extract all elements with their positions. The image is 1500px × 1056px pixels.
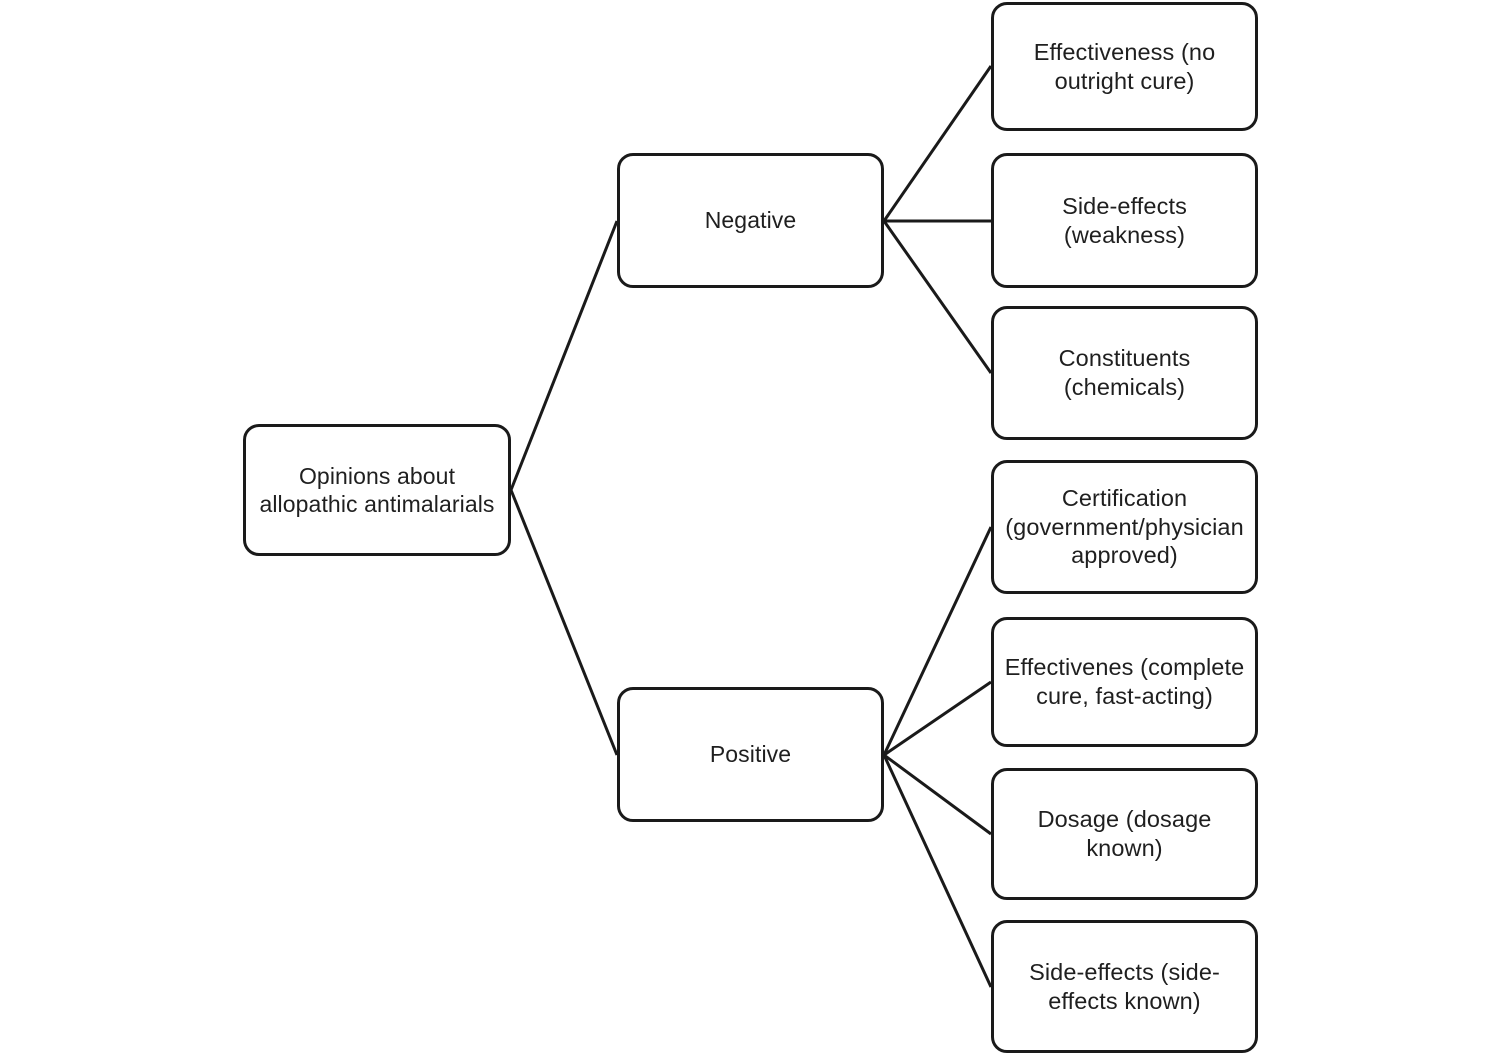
edge-negative-to-effectiveness <box>882 65 993 222</box>
edge-positive-to-dosage <box>883 753 992 836</box>
edge-root-to-negative <box>509 220 619 491</box>
edge-root-to-positive <box>509 489 619 756</box>
node-negative[interactable]: Negative <box>617 153 884 288</box>
edge-negative-to-constituents <box>882 220 993 374</box>
node-positive-certification[interactable]: Certification (government/physician appr… <box>991 460 1258 594</box>
node-positive-effectiveness-label: Effectivenes (complete cure, fast-acting… <box>1004 654 1245 709</box>
edge-positive-to-effectivenes <box>883 680 992 757</box>
node-negative-side-effects-label: Side-effects (weakness) <box>1062 192 1187 248</box>
node-positive-effectiveness[interactable]: Effectivenes (complete cure, fast-acting… <box>991 617 1258 747</box>
node-negative-effectiveness[interactable]: Effectiveness (no outright cure) <box>991 2 1258 131</box>
node-negative-effectiveness-label: Effectiveness (no outright cure) <box>1033 38 1216 94</box>
node-root-label: Opinions about allopathic antimalarials <box>259 462 495 517</box>
node-positive-dosage[interactable]: Dosage (dosage known) <box>991 768 1258 900</box>
node-positive-side-effects[interactable]: Side-effects (side- effects known) <box>991 920 1258 1053</box>
node-positive[interactable]: Positive <box>617 687 884 822</box>
node-negative-constituents-label: Constituents (chemicals) <box>1058 345 1191 400</box>
node-negative-side-effects[interactable]: Side-effects (weakness) <box>991 153 1258 288</box>
edge-positive-to-certification <box>882 526 993 756</box>
node-positive-label: Positive <box>709 741 792 768</box>
node-positive-certification-label: Certification (government/physician appr… <box>1005 485 1244 569</box>
node-positive-dosage-label: Dosage (dosage known) <box>1037 806 1212 861</box>
edge-positive-to-side-effects <box>882 754 993 988</box>
node-negative-label: Negative <box>704 207 797 234</box>
node-root[interactable]: Opinions about allopathic antimalarials <box>243 424 511 556</box>
node-positive-side-effects-label: Side-effects (side- effects known) <box>1029 958 1220 1014</box>
node-negative-constituents[interactable]: Constituents (chemicals) <box>991 306 1258 440</box>
